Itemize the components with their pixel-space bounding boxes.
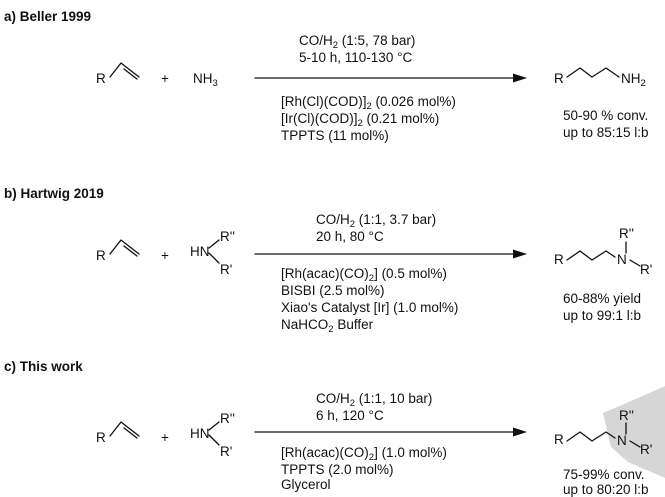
product-a-r: R: [554, 71, 564, 86]
amine-c-r2: R'': [220, 411, 235, 426]
product-c-r1: R': [640, 442, 653, 457]
product-c-n: N: [617, 433, 627, 448]
alkene-c-r: R: [96, 430, 106, 445]
cond-c-above-1: 6 h, 120 °C: [316, 408, 384, 423]
cond-c-below-1: TPPTS (2.0 mol%): [281, 462, 394, 477]
cond-c-below-2: Glycerol: [281, 477, 331, 492]
section-b-heading: b) Hartwig 2019: [4, 186, 104, 201]
alkene-b-chain: [109, 239, 140, 255]
plus-a: +: [161, 71, 169, 86]
product-a-chain: [566, 67, 620, 78]
product-c-highlight: [603, 386, 665, 478]
product-b-n: N: [617, 252, 627, 267]
alkene-b-double-bond: [123, 245, 138, 257]
alkene-a-r: R: [96, 71, 106, 86]
cond-b-above-1: 20 h, 80 °C: [316, 229, 384, 244]
cond-b-below-3: NaHCO2 Buffer: [281, 317, 374, 335]
result-b-0: 60-88% yield: [563, 291, 642, 306]
product-c-r: R: [554, 432, 564, 447]
product-c-r2: R'': [619, 408, 634, 423]
alkene-b-r: R: [96, 248, 106, 263]
section-c-heading: c) This work: [4, 359, 83, 374]
cond-a-above-0: CO/H2 (1:5, 78 bar): [299, 33, 416, 51]
cond-a-below-2: TPPTS (11 mol%): [281, 128, 389, 143]
product-c-bond-r1: [629, 440, 641, 448]
cond-c-above-0: CO/H2 (1:1, 10 bar): [316, 391, 433, 409]
amine-b-r1: R': [220, 262, 233, 277]
cond-c-below-0: [Rh(acac)(CO)2] (1.0 mol%): [281, 445, 447, 463]
cond-a-below-0: [Rh(Cl)(COD)]2 (0.026 mol%): [281, 94, 456, 112]
amine-b-bond-r1: [208, 252, 220, 264]
cond-b-below-1: BISBI (2.5 mol%): [281, 283, 385, 298]
alkene-a-double-bond: [123, 68, 138, 80]
amine-a: NH3: [193, 71, 218, 89]
product-a-amine: NH2: [621, 71, 646, 89]
product-b-r2: R'': [619, 226, 634, 241]
amine-b-hn: HN: [190, 244, 210, 259]
arrow-b-head: [513, 249, 527, 259]
amine-b-r2: R'': [220, 229, 235, 244]
cond-b-above-0: CO/H2 (1:1, 3.7 bar): [316, 212, 437, 230]
section-a-heading: a) Beller 1999: [4, 9, 92, 24]
plus-c: +: [161, 430, 169, 445]
cond-b-below-2: Xiao's Catalyst [Ir] (1.0 mol%): [281, 300, 459, 315]
amine-c-bond-r1: [208, 434, 220, 446]
plus-b: +: [161, 248, 169, 263]
amine-c-hn: HN: [190, 426, 210, 441]
cond-a-below-1: [Ir(Cl)(COD)]2 (0.21 mol%): [281, 111, 440, 129]
result-b-1: up to 99:1 l:b: [563, 308, 642, 323]
arrow-c-head: [513, 427, 527, 437]
cond-a-above-1: 5-10 h, 110-130 °C: [299, 50, 413, 65]
product-b-r: R: [554, 252, 564, 267]
result-c-1: up to 80:20 l:b: [563, 482, 649, 497]
alkene-c-double-bond: [123, 427, 138, 439]
product-c-chain: [566, 431, 616, 442]
amine-c-r1: R': [220, 444, 233, 459]
product-b-chain: [566, 250, 616, 261]
arrow-a-head: [513, 73, 527, 83]
product-b-bond-r1: [629, 259, 641, 267]
amine-b-bond-r2: [208, 239, 220, 249]
result-a-1: up to 85:15 l:b: [563, 125, 649, 140]
alkene-a-chain: [109, 62, 140, 78]
product-b-r1: R': [640, 262, 653, 277]
cond-b-below-0: [Rh(acac)(CO)2] (0.5 mol%): [281, 266, 447, 284]
result-c-0: 75-99% conv.: [563, 467, 645, 482]
alkene-c-chain: [109, 421, 140, 437]
result-a-0: 50-90 % conv.: [563, 108, 649, 123]
amine-c-bond-r2: [208, 421, 220, 431]
